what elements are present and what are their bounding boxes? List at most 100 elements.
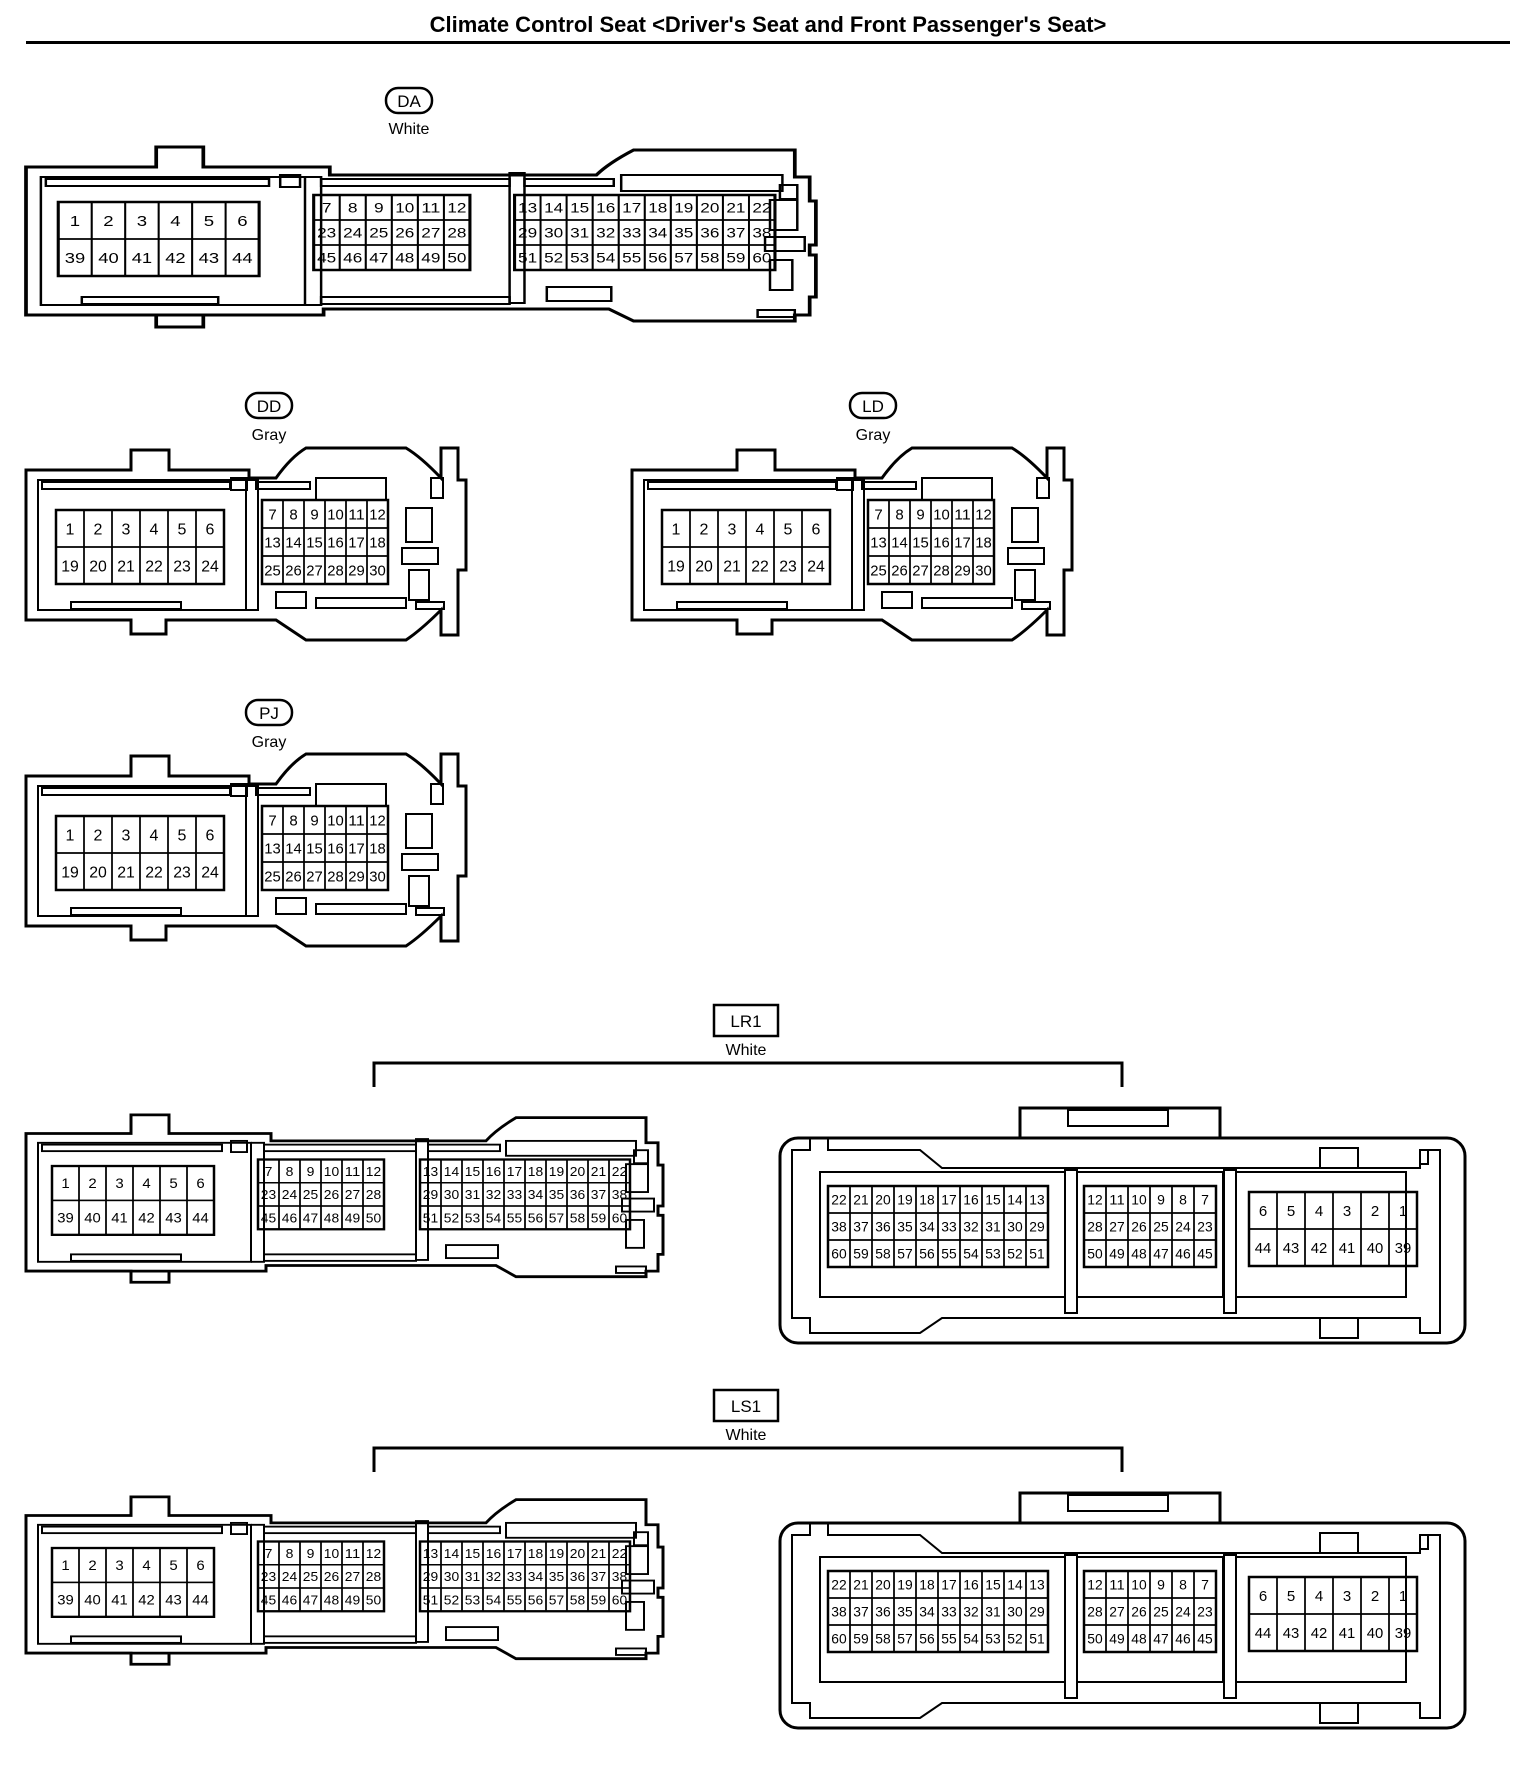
pin-number: 56 [919,1246,935,1262]
pin-number: 57 [549,1211,564,1225]
housing-part [408,569,430,601]
pin-cell [608,1587,631,1612]
pin-number: 10 [1131,1192,1147,1208]
pin-number: 17 [941,1192,957,1208]
pin-number: 21 [726,201,745,216]
housing-part [921,477,993,501]
pin-number: 43 [165,1211,182,1226]
pin-number: 18 [919,1192,935,1208]
pin-number: 48 [395,251,414,266]
pin-number: 26 [1131,1604,1147,1620]
pin-number: 18 [528,1164,543,1178]
pin-number: 20 [875,1577,891,1593]
pin-number: 12 [366,1546,381,1560]
pin-number: 29 [348,868,365,885]
pin-number: 25 [264,562,281,579]
pin-number: 19 [897,1192,913,1208]
pin-number: 7 [1201,1192,1209,1208]
housing-outline [37,1523,252,1645]
housing-part [263,1253,417,1262]
housing-part [676,601,788,610]
pin-number: 7 [874,506,882,523]
pin-number: 8 [1179,1192,1187,1208]
pin-number: 38 [752,226,771,241]
pin-number: 56 [919,1631,935,1647]
pin-number: 13 [423,1546,438,1560]
pin-number: 50 [366,1211,381,1225]
pin-number: 40 [1367,1625,1384,1642]
pin-number: 34 [528,1570,544,1584]
pin-number: 11 [345,1546,360,1560]
housing-outline [26,313,206,329]
pin-cell [972,555,995,585]
pin-number: 16 [327,840,344,857]
housing-part [1319,1702,1359,1724]
pin-cell [1193,1239,1217,1268]
pin-number: 28 [366,1570,381,1584]
connector-id-LD: LD [862,397,884,416]
pin-number: 23 [779,558,797,575]
pin-number: 31 [465,1570,480,1584]
pin-cell [366,861,389,891]
housing-part [778,1521,1467,1730]
housing-outline [305,176,323,306]
pin-number: 16 [486,1546,501,1560]
pin-number: 59 [591,1593,606,1607]
pin-number: 10 [324,1164,339,1178]
pin-cell [195,546,225,585]
housing-part [401,853,439,871]
pin-number: 16 [596,201,615,216]
pin-number: 52 [444,1211,459,1225]
pin-number: 35 [674,226,693,241]
housing-part [230,477,248,491]
housing-part [1067,1109,1169,1127]
pin-number: 12 [369,506,386,523]
pin-number: 12 [975,506,992,523]
pin-number: 14 [544,201,563,216]
housing-part [647,481,837,490]
pin-number: 44 [192,1593,209,1608]
pin-number: 6 [1259,1203,1267,1220]
pin-number: 11 [348,506,365,523]
pin-number: 1 [61,1177,69,1192]
pin-number: 13 [518,201,537,216]
housing-part [315,597,407,609]
pin-number: 34 [919,1604,935,1620]
housing-part [263,1525,417,1535]
pin-number: 41 [132,250,152,267]
pin-number: 47 [303,1211,318,1225]
pin-number: 39 [1395,1240,1412,1257]
pin-number: 18 [369,840,386,857]
pin-number: 21 [853,1192,869,1208]
connector-id-PJ: PJ [259,704,279,723]
pin-number: 15 [465,1546,480,1560]
pin-number: 27 [912,562,929,579]
pin-number: 30 [1007,1219,1023,1235]
housing-outline [24,446,468,642]
pin-number: 51 [423,1593,438,1607]
pin-number: 37 [726,226,745,241]
pin-number: 2 [94,827,103,844]
pin-number: 30 [1007,1604,1023,1620]
pin-number: 21 [117,558,135,575]
pin-number: 3 [122,827,131,844]
pin-number: 47 [1153,1246,1169,1262]
pin-number: 19 [667,558,685,575]
pin-cell [608,1205,631,1230]
label-PJ: PJ Gray [244,698,294,751]
pin-number: 11 [421,201,440,216]
pin-number: 33 [507,1188,522,1202]
pin-number: 13 [264,840,281,857]
pin-number: 15 [570,201,589,216]
housing-part [621,1197,655,1213]
pin-number: 46 [282,1593,297,1607]
pin-number: 5 [1287,1203,1295,1220]
pin-number: 9 [310,506,318,523]
pin-number: 15 [985,1577,1001,1593]
pin-number: 43 [1283,1625,1300,1642]
pin-number: 45 [1197,1631,1213,1647]
pin-number: 1 [66,521,75,538]
pin-number: 9 [310,812,318,829]
pin-number: 27 [1109,1219,1125,1235]
